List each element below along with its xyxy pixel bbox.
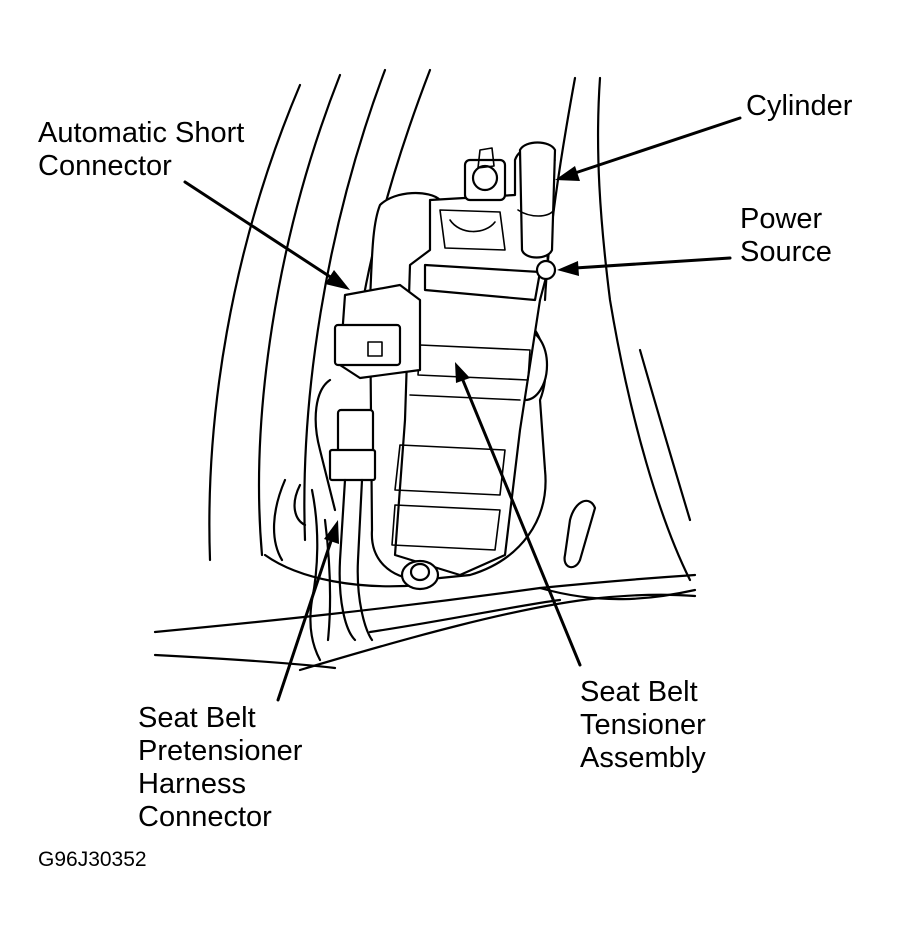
label-line: Harness — [138, 768, 246, 800]
pillar-outline — [208, 68, 692, 588]
label-tensioner-assembly: Seat Belt Tensioner Assembly — [580, 676, 706, 775]
label-line: Pretensioner — [138, 735, 303, 767]
label-line: Power — [740, 203, 823, 235]
label-power-source: Power Source — [740, 203, 832, 269]
label-line: Source — [740, 236, 832, 268]
label-line: Assembly — [580, 742, 706, 774]
label-harness-connector: Seat Belt Pretensioner Harness Connector — [138, 702, 302, 834]
label-cylinder: Cylinder — [746, 90, 852, 123]
figure-code: G96J30352 — [38, 848, 147, 871]
cylinder — [517, 141, 557, 259]
bottom-bolt — [400, 559, 440, 591]
automatic-short-connector — [333, 283, 422, 380]
leader-harness-connector — [276, 520, 339, 702]
label-line: Automatic Short — [38, 117, 245, 149]
label-line: Tensioner — [580, 709, 706, 741]
label-line: Connector — [38, 150, 172, 182]
label-line: Cylinder — [746, 90, 853, 122]
power-source-terminal — [535, 259, 557, 281]
label-line: Seat Belt — [580, 676, 698, 708]
leader-power-source — [557, 256, 732, 276]
leader-cylinder — [555, 116, 742, 181]
leader-tensioner-assembly — [455, 362, 582, 667]
sill-outline — [153, 573, 697, 672]
label-automatic-short-connector: Automatic Short Connector — [38, 117, 244, 183]
top-bolt — [463, 147, 507, 202]
panel-slot — [563, 499, 597, 569]
label-line: Connector — [138, 801, 272, 833]
leader-automatic-short-connector — [183, 180, 350, 290]
label-line: Seat Belt — [138, 702, 256, 734]
